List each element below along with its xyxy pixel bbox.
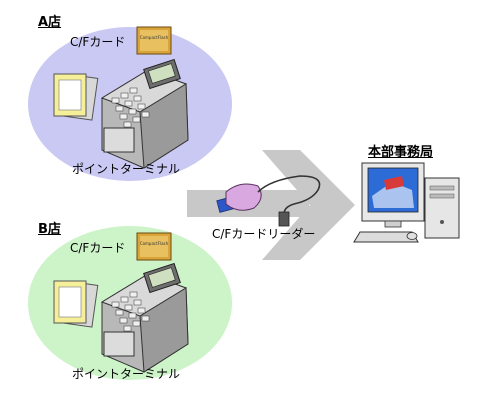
card-reader-label: C/Fカードリーダー bbox=[212, 227, 316, 241]
computer-icon bbox=[353, 162, 460, 243]
cf-card-icon: CompactFlash bbox=[136, 26, 172, 55]
cf-card-icon: CompactFlash bbox=[136, 232, 172, 261]
store-a-card-label: C/Fカード bbox=[70, 35, 126, 49]
point-terminal-icon bbox=[100, 58, 189, 169]
hq-title: 本部事務局 bbox=[368, 145, 434, 160]
store-b-card-label: C/Fカード bbox=[70, 241, 126, 255]
store-b-terminal-label: ポイントターミナル bbox=[72, 367, 181, 381]
store-b-title: B店 bbox=[38, 222, 61, 237]
cf-card-reader-icon bbox=[216, 175, 321, 227]
svg-text:CompactFlash: CompactFlash bbox=[140, 35, 169, 40]
store-a-terminal-label: ポイントターミナル bbox=[72, 162, 181, 176]
point-terminal-icon bbox=[100, 262, 189, 373]
paper-slip-icon bbox=[53, 73, 99, 121]
flow-arrow bbox=[187, 150, 355, 260]
store-a-title: A店 bbox=[38, 15, 62, 30]
svg-text:CompactFlash: CompactFlash bbox=[140, 241, 169, 246]
paper-slip-icon bbox=[53, 280, 99, 328]
